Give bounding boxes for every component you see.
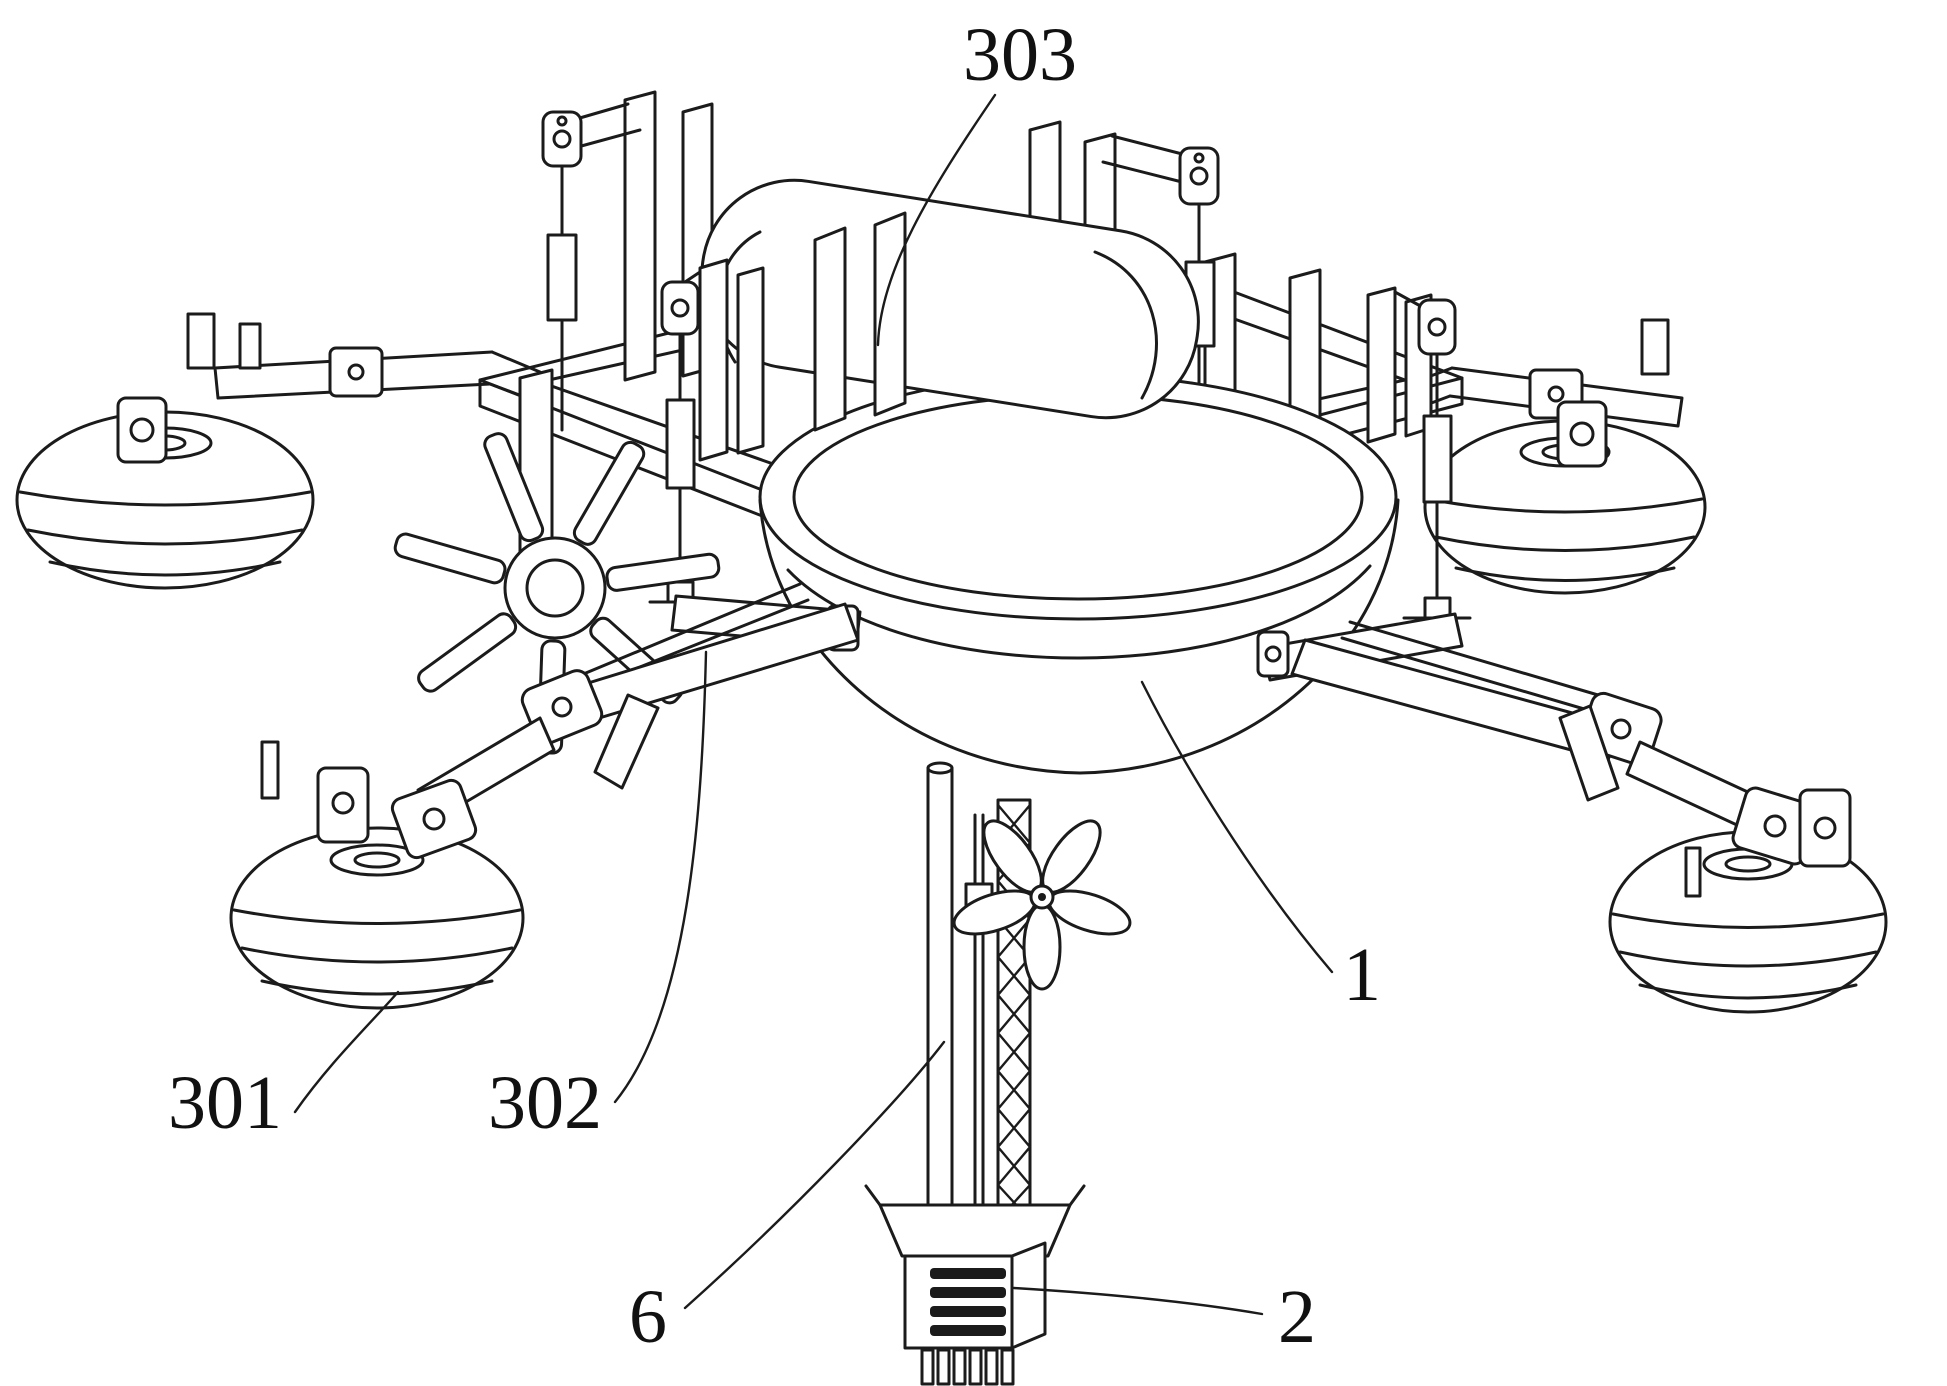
front-left-arm: [260, 582, 862, 860]
label-301: 301: [168, 1061, 282, 1145]
label-303: 303: [963, 13, 1077, 97]
intake-box: [864, 1184, 1086, 1386]
leader-line-2: [1012, 1286, 1264, 1316]
canopy-capsule: [700, 178, 1200, 420]
tower-mid-right: [1366, 286, 1472, 620]
main-body: [758, 373, 1400, 775]
leader-line-303: [876, 93, 997, 347]
front-left-float: [229, 826, 525, 1010]
leader-line-301: [293, 990, 400, 1114]
tower-top-left: [541, 90, 714, 432]
leader-line-1: [1140, 680, 1334, 974]
label-2: 2: [1278, 1275, 1316, 1359]
front-right-arm: [1256, 612, 1852, 898]
mast-propeller: [952, 819, 1132, 991]
left-float-arm: [116, 312, 542, 464]
leader-line-6: [683, 1040, 946, 1310]
support-pole: [926, 761, 994, 1225]
leader-lines: [293, 93, 1334, 1316]
label-302: 302: [488, 1061, 602, 1145]
leader-line-302: [613, 650, 708, 1104]
label-1: 1: [1343, 933, 1381, 1017]
label-6: 6: [629, 1275, 667, 1359]
tower-mid-left: [648, 258, 765, 604]
